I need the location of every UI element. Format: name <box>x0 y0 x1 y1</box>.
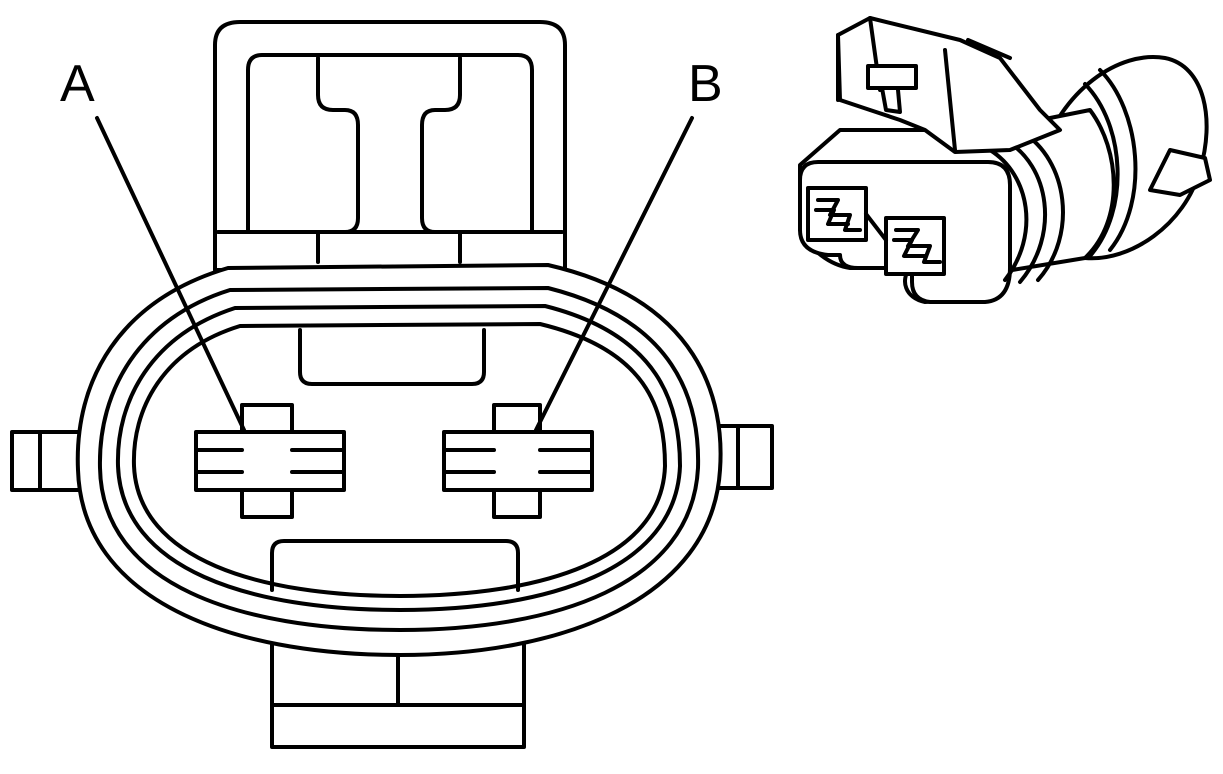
seal-ring-outer <box>97 286 701 632</box>
leader-line-a <box>95 116 246 432</box>
upper-key <box>298 328 486 386</box>
terminal-cavity-a <box>194 403 346 519</box>
locking-tab <box>213 20 567 272</box>
housing-outline <box>75 263 723 657</box>
pin-label-b: B <box>688 55 723 113</box>
leader-line-b <box>534 116 694 432</box>
lower-key <box>270 539 520 592</box>
seal-ring-middle <box>115 304 682 612</box>
terminal-cavity-b <box>442 403 594 519</box>
pin-label-a: A <box>60 55 95 113</box>
connector-face-view <box>10 20 774 749</box>
connector-isometric-view <box>798 16 1212 304</box>
seal-ring-inner <box>131 322 667 598</box>
left-side-latch <box>10 430 86 492</box>
